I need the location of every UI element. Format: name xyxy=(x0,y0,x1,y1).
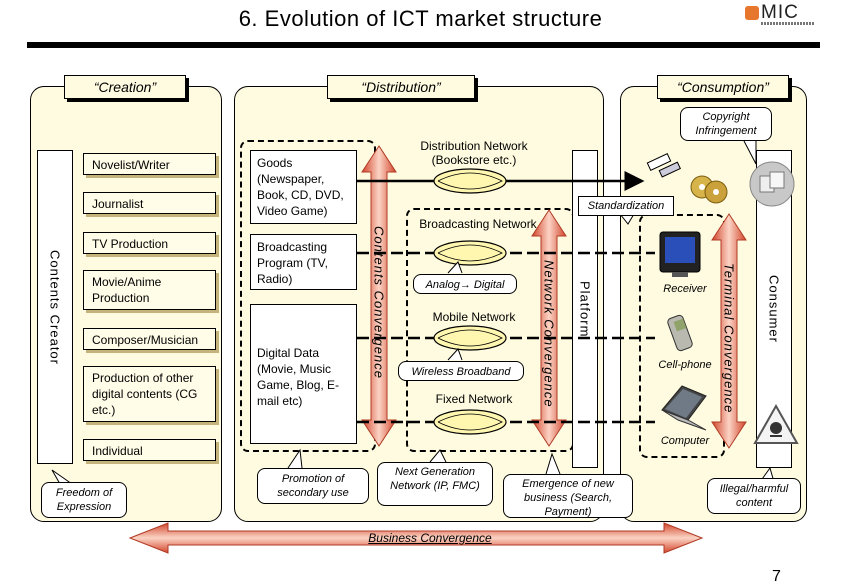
callout-new-business: Emergence of new business (Search, Payme… xyxy=(503,474,633,518)
role-composer: Composer/Musician xyxy=(83,328,216,350)
callout-promotion: Promotion of secondary use xyxy=(257,468,369,504)
tail-analog xyxy=(447,261,463,274)
content-broadcasting: Broadcasting Program (TV, Radio) xyxy=(250,234,357,290)
callout-copyright-infringement: Copyright Infringement xyxy=(680,107,772,141)
tail-standard xyxy=(619,213,635,225)
network-ellipse-distribution xyxy=(433,168,507,194)
network-label-mobile: Mobile Network xyxy=(432,310,516,324)
terminal-label-computer: Computer xyxy=(660,435,710,447)
content-goods: Goods (Newspaper, Book, CD, DVD, Video G… xyxy=(250,150,357,224)
logo-subline xyxy=(761,22,815,25)
page-title: 6. Evolution of ICT market structure xyxy=(238,6,603,31)
network-label-broadcasting: Broadcasting Network xyxy=(419,217,537,231)
terminal-convergence-label: Terminal Convergence xyxy=(721,262,737,414)
mic-logo: MIC xyxy=(745,2,815,26)
network-label-fixed: Fixed Network xyxy=(435,392,513,406)
contents-convergence-arrow xyxy=(361,145,397,447)
laptop-computer-icon xyxy=(661,385,707,431)
contents-creator-label: Contents Creator xyxy=(37,150,73,464)
network-ellipse-mobile xyxy=(433,325,507,351)
role-movie-anime: Movie/Anime Production xyxy=(83,270,216,310)
tail-promotion xyxy=(287,448,303,469)
network-convergence-arrow xyxy=(531,209,567,447)
creation-heading: “Creation” xyxy=(64,75,186,99)
callout-illegal-harmful: Illegal/harmful content xyxy=(707,478,801,514)
tail-ngn xyxy=(429,449,447,463)
callout-next-generation-network: Next Generation Network (IP, FMC) xyxy=(377,462,493,506)
logo-mark-icon xyxy=(745,6,759,20)
role-other-digital: Production of other digital contents (CG… xyxy=(83,366,216,422)
contents-convergence-label: Contents Convergence xyxy=(371,225,387,379)
page-number: 7 xyxy=(772,568,781,585)
terminal-label-cellphone: Cell-phone xyxy=(658,359,712,371)
tail-business xyxy=(545,452,561,475)
callout-wireless-broadband: Wireless Broadband xyxy=(398,361,524,381)
business-convergence-label: Business Convergence xyxy=(368,531,492,545)
business-convergence-arrow xyxy=(128,522,704,554)
consumption-heading: “Consumption” xyxy=(657,75,789,99)
distribution-heading: “Distribution” xyxy=(327,75,475,99)
callout-freedom-expression: Freedom of Expression xyxy=(41,482,127,518)
cell-phone-icon xyxy=(667,314,693,352)
title-rule xyxy=(27,42,820,48)
tail-wireless xyxy=(447,348,463,361)
network-convergence-label: Network Convergence xyxy=(541,260,557,408)
tail-copyright xyxy=(743,140,757,165)
tv-receiver-icon xyxy=(659,231,701,277)
terminal-convergence-arrow xyxy=(711,213,747,449)
network-ellipse-fixed xyxy=(433,409,507,435)
network-label-distribution: Distribution Network (Bookstore etc.) xyxy=(420,139,528,167)
warning-sign-icon xyxy=(753,403,799,444)
logo-text: MIC xyxy=(761,2,799,23)
network-ellipse-broadcasting xyxy=(433,240,507,266)
content-digital: Digital Data (Movie, Music Game, Blog, E… xyxy=(250,304,357,444)
role-tv-production: TV Production xyxy=(83,232,216,254)
books-cd-icon xyxy=(646,153,728,204)
callout-analog-digital: Analog→ Digital xyxy=(413,274,517,294)
tail-freedom xyxy=(51,469,73,485)
standardization-label: Standardization xyxy=(578,196,674,216)
copyright-infringement-icon xyxy=(749,161,795,207)
terminal-label-receiver: Receiver xyxy=(663,283,707,295)
role-novelist: Novelist/Writer xyxy=(83,153,216,175)
role-individual: Individual xyxy=(83,439,216,461)
role-journalist: Journalist xyxy=(83,192,216,214)
